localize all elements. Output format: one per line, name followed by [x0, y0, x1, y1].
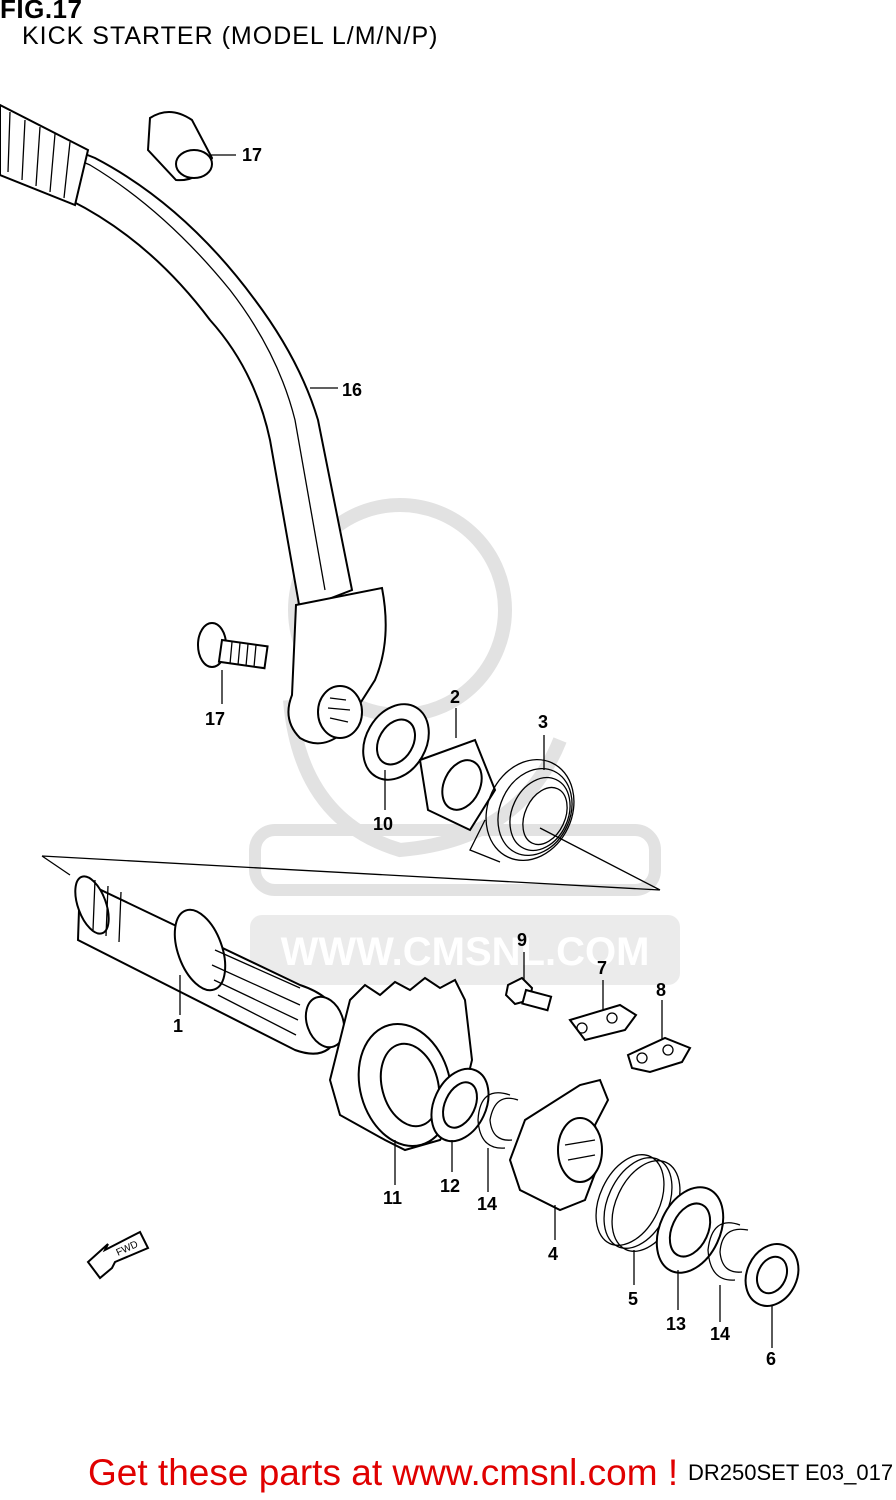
callout-12: 12 — [440, 1176, 460, 1196]
callout-5: 5 — [628, 1289, 638, 1309]
callout-14-a: 14 — [477, 1194, 497, 1214]
callout-2: 2 — [450, 687, 460, 707]
kick-starter-shaft[interactable] — [69, 872, 351, 1055]
stopper-guide[interactable] — [626, 1036, 692, 1074]
callout-1: 1 — [173, 1016, 183, 1036]
kick-lever[interactable] — [0, 103, 387, 745]
callout-15: 16 — [342, 380, 362, 400]
stopper-bolt[interactable] — [504, 976, 553, 1012]
callout-6: 6 — [766, 1349, 776, 1369]
callout-13: 13 — [666, 1314, 686, 1334]
callout-14-b: 14 — [710, 1324, 730, 1344]
figure-subtitle: KICK STARTER (MODEL L/M/N/P) — [22, 22, 439, 50]
washer-13[interactable] — [644, 1177, 736, 1284]
callout-4: 4 — [548, 1244, 558, 1264]
callout-16: 17 — [205, 709, 225, 729]
lever-cap[interactable] — [146, 111, 214, 182]
watermark-logo: WWW.CMSNL.COM — [249, 498, 680, 985]
watermark-text: WWW.CMSNL.COM — [281, 930, 650, 974]
stopper-plate[interactable] — [568, 1003, 638, 1042]
figure-title: FIG.17 — [0, 0, 83, 24]
leader-lines — [179, 154, 773, 1348]
circlip-14-b[interactable] — [707, 1222, 749, 1281]
callout-7: 7 — [597, 958, 607, 978]
callout-labels: 17 16 17 2 3 10 9 7 8 1 11 12 14 4 5 13 … — [173, 145, 776, 1369]
washer-10[interactable] — [350, 692, 442, 791]
callout-9: 9 — [517, 930, 527, 950]
washer-6[interactable] — [736, 1235, 808, 1314]
washer-12[interactable] — [420, 1060, 499, 1151]
callout-3: 3 — [538, 712, 548, 732]
callout-8: 8 — [656, 980, 666, 1000]
fwd-arrow-icon: FWD — [86, 1230, 150, 1280]
lever-bolt[interactable] — [197, 622, 269, 670]
diagram-code: DR250SET E03_017 — [688, 1460, 894, 1485]
circlip-14-a[interactable] — [477, 1092, 519, 1149]
footer-cta-link[interactable]: Get these parts at www.cmsnl.com ! — [88, 1452, 679, 1493]
callout-17: 17 — [242, 145, 262, 165]
kick-ratchet[interactable] — [508, 1078, 610, 1212]
spring-guide[interactable] — [418, 738, 497, 832]
lever-grip[interactable] — [0, 103, 90, 207]
callout-11: 11 — [383, 1188, 402, 1208]
kick-spring[interactable] — [469, 745, 590, 875]
callout-10: 10 — [373, 814, 393, 834]
